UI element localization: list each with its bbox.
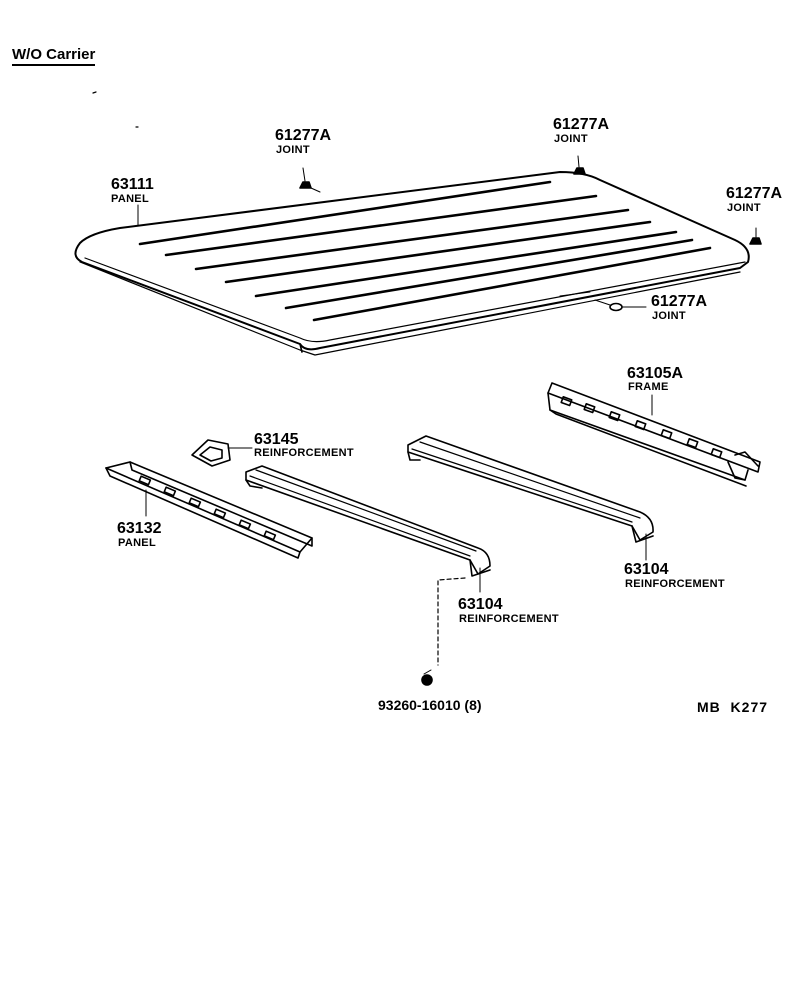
joint-top-center — [299, 167, 321, 193]
joint-top-right — [573, 155, 586, 175]
callout-number-93260-16010: 93260-16010 (8) — [378, 697, 482, 713]
screw-93260-16010 — [421, 577, 466, 686]
diagram-code: MB K277 — [697, 699, 769, 715]
bow-right-63104 — [407, 435, 654, 561]
rear-frame-63105A — [547, 382, 761, 487]
diagram-title: W/O Carrier — [12, 47, 96, 66]
joint-right — [749, 227, 762, 245]
callout-name-63145: REINFORCEMENT — [254, 447, 354, 459]
callout-name-63104-right: REINFORCEMENT — [625, 578, 725, 590]
stray-mark — [92, 91, 97, 94]
callout-number-joint-top-center: 61277A — [275, 127, 332, 144]
callout-number-63132: 63132 — [117, 520, 162, 537]
joint-front — [594, 299, 647, 312]
small-reinforcement-63145 — [191, 439, 253, 467]
callout-number-joint-top-right: 61277A — [553, 116, 610, 133]
callout-name-63132: PANEL — [118, 537, 156, 549]
callout-name-joint-right: JOINT — [727, 202, 761, 214]
roof-panel-63111 — [74, 171, 750, 356]
callout-name-63104-left: REINFORCEMENT — [459, 613, 559, 625]
callout-name-joint-top-center: JOINT — [276, 144, 310, 156]
callout-number-joint-right: 61277A — [726, 185, 783, 202]
callout-number-63105A: 63105A — [627, 365, 684, 382]
callout-name-joint-front: JOINT — [652, 310, 686, 322]
callout-number-63111: 63111 — [111, 176, 154, 193]
front-panel-63132 — [105, 461, 313, 559]
callout-name-63105A: FRAME — [628, 381, 669, 393]
callout-name-63111: PANEL — [111, 193, 149, 205]
callout-name-joint-top-right: JOINT — [554, 133, 588, 145]
callout-number-63104-right: 63104 — [624, 561, 669, 578]
bow-left-63104 — [245, 465, 491, 593]
callout-number-63145: 63145 — [254, 431, 299, 448]
callout-number-63104-left: 63104 — [458, 596, 503, 613]
callout-number-joint-front: 61277A — [651, 293, 708, 310]
